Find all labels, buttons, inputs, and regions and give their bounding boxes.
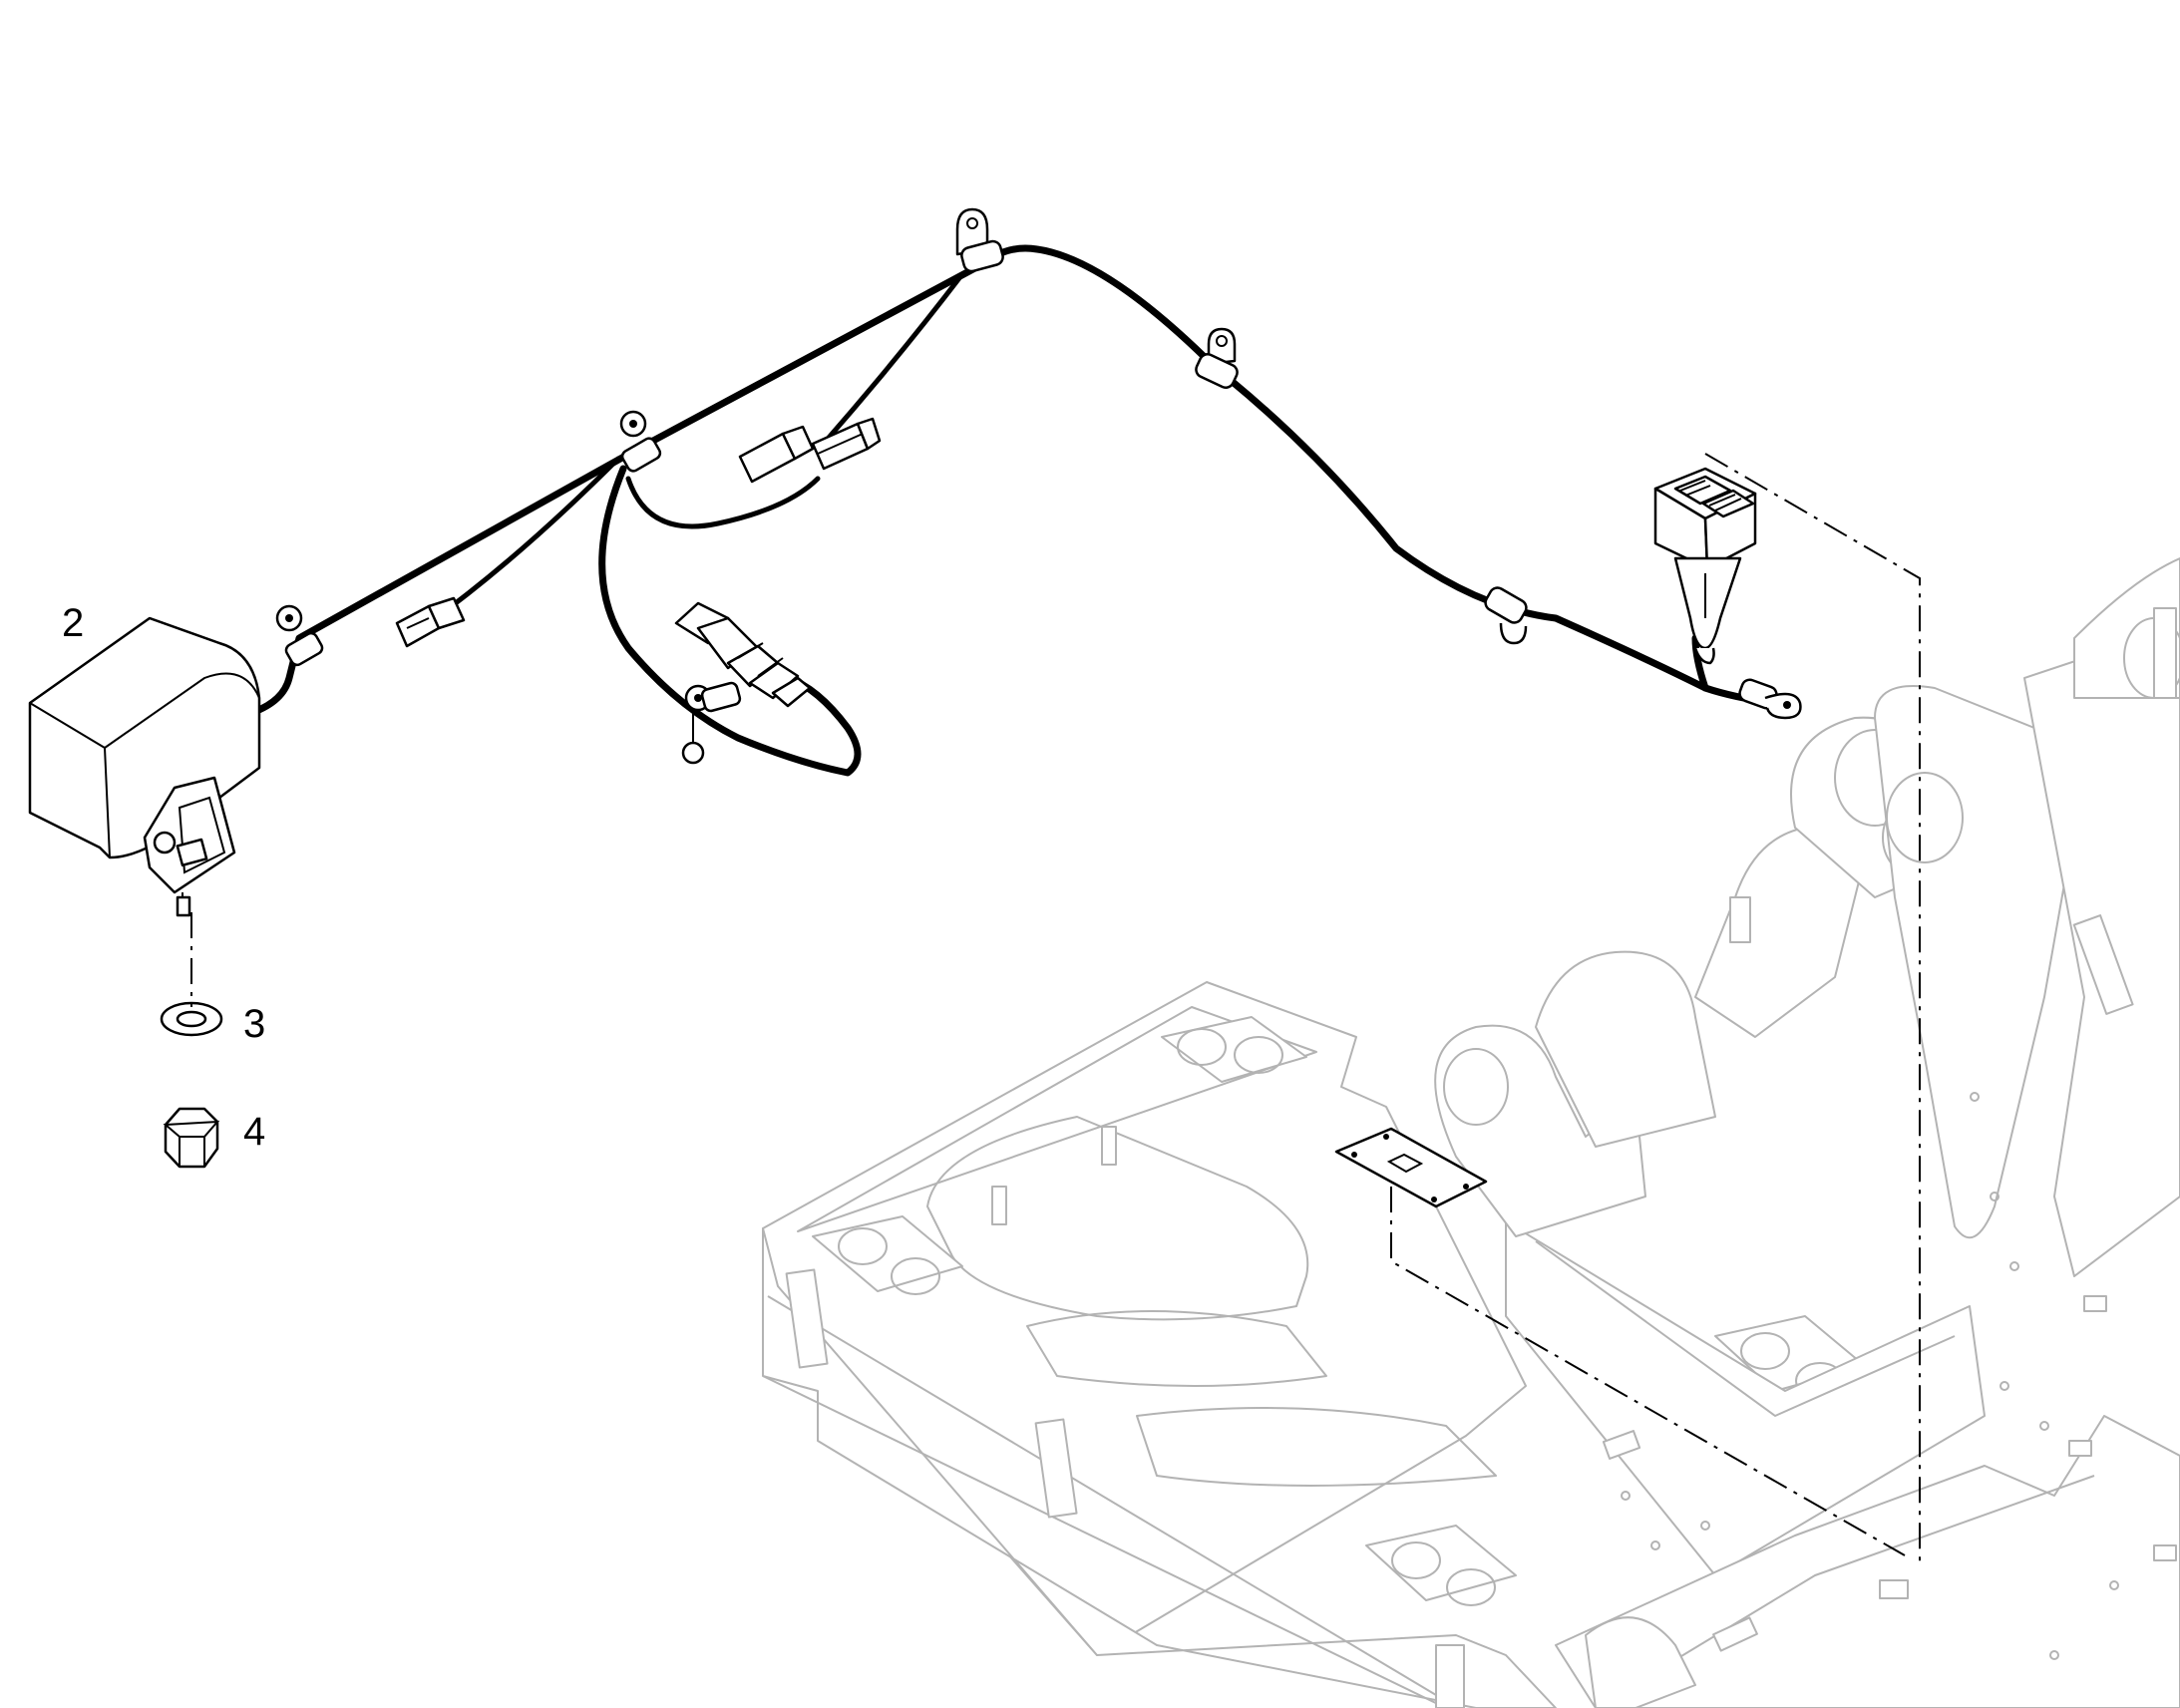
- ground-terminal: [681, 681, 742, 765]
- connector-pins: [1679, 480, 1742, 512]
- clip-3: [955, 207, 1004, 273]
- identification-plate: [1334, 1127, 1488, 1208]
- harness-connectors: [395, 417, 1757, 765]
- boom-mount-uprights: [1434, 557, 2180, 1277]
- assembly-centerlines: [190, 453, 1921, 1565]
- clip-4: [1195, 327, 1239, 389]
- plug-connector-top: [738, 417, 882, 484]
- pressure-sensor: [674, 601, 812, 708]
- part-3-washer: [160, 1001, 223, 1037]
- callout-4: 4: [243, 1110, 265, 1154]
- part-4-nut: [163, 1107, 220, 1169]
- clip-2: [619, 410, 662, 473]
- callout-3: 3: [243, 1002, 265, 1046]
- mount-pad-1: [1161, 1016, 1307, 1083]
- mount-pad-3: [1365, 1525, 1517, 1606]
- mount-pad-2: [812, 1215, 963, 1295]
- callout-2: 2: [62, 601, 84, 645]
- clip-5: [1484, 586, 1528, 645]
- wiring-harness: [190, 244, 1779, 777]
- clip-6: [1738, 678, 1802, 720]
- part-2-box: [28, 616, 261, 917]
- harness-clips: [275, 207, 1802, 720]
- multi-pin-connector: [1653, 467, 1757, 665]
- machine-frame-background: [762, 557, 2180, 1708]
- plug-connector-left: [395, 596, 466, 648]
- callout-labels: 2 3 4: [62, 601, 265, 1154]
- clip-1: [275, 604, 324, 667]
